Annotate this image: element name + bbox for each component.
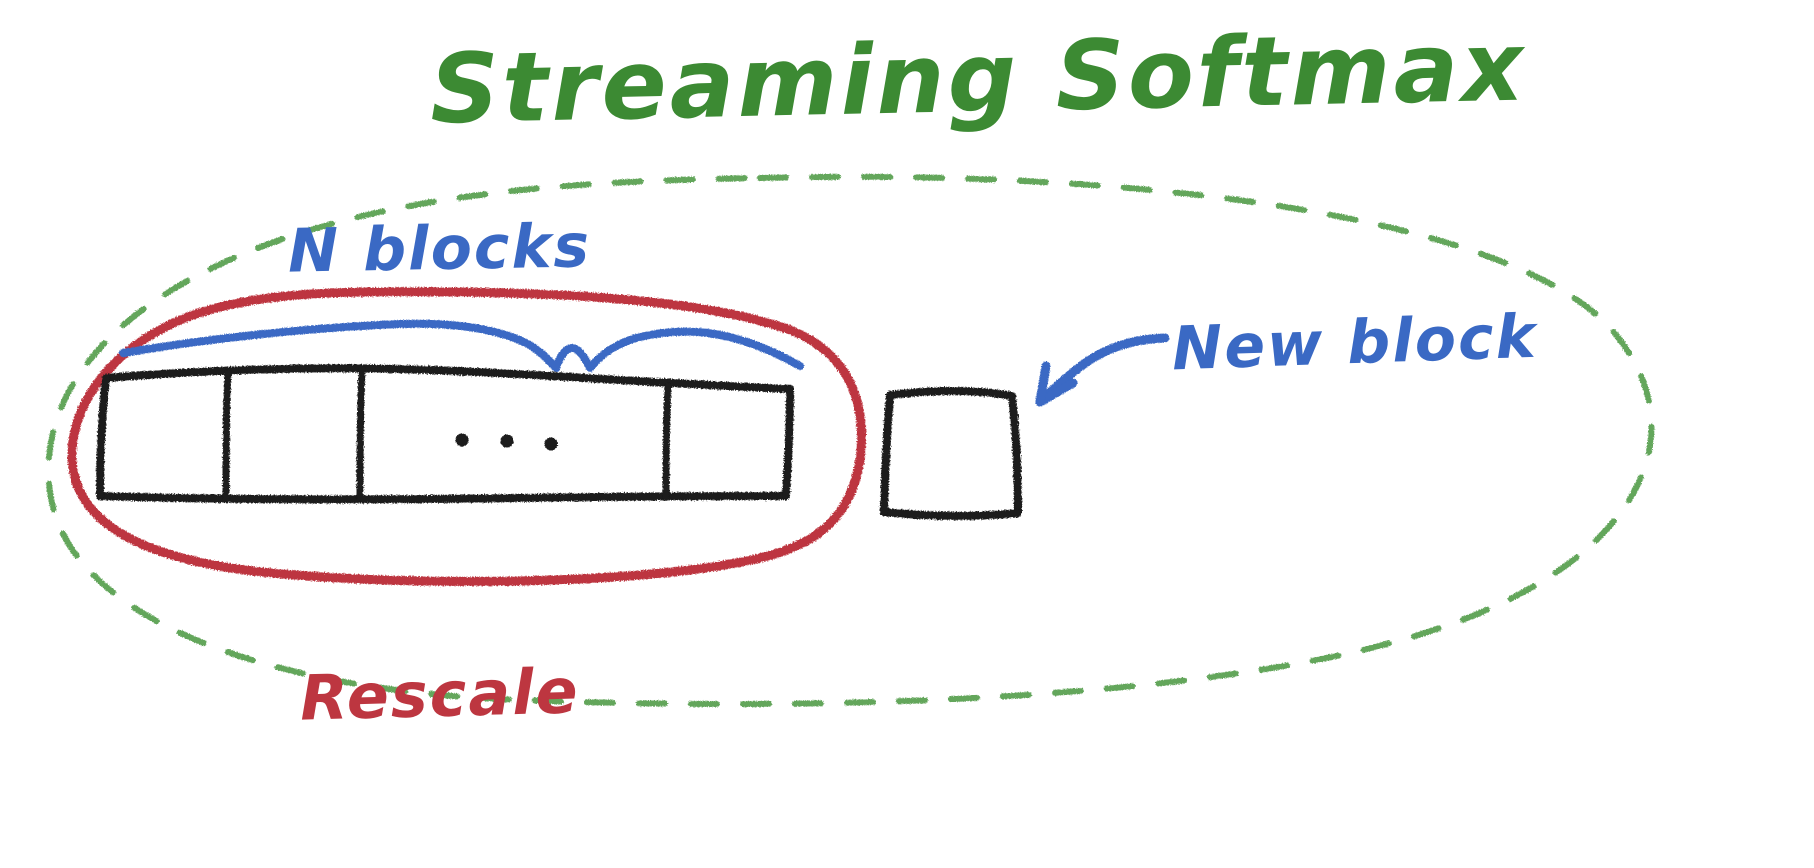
outer-dashed-boundary	[45, 173, 1655, 708]
arrowhead-upper	[1035, 378, 1078, 407]
block-divider-1	[222, 368, 232, 502]
new-block-label: New block	[1170, 301, 1539, 385]
ellipsis-dots	[455, 433, 558, 451]
n-blocks-brace	[119, 319, 804, 372]
new-block-arrow	[1035, 333, 1170, 407]
block-divider-3	[662, 382, 672, 501]
n-blocks-label: N blocks	[287, 211, 592, 287]
block-divider-2	[356, 365, 366, 502]
existing-blocks-row	[96, 364, 794, 504]
new-block-box	[880, 387, 1022, 520]
page-title: Streaming Softmax	[428, 10, 1528, 146]
arrowhead-lower	[1035, 361, 1051, 407]
rescale-label: Rescale	[299, 654, 581, 735]
